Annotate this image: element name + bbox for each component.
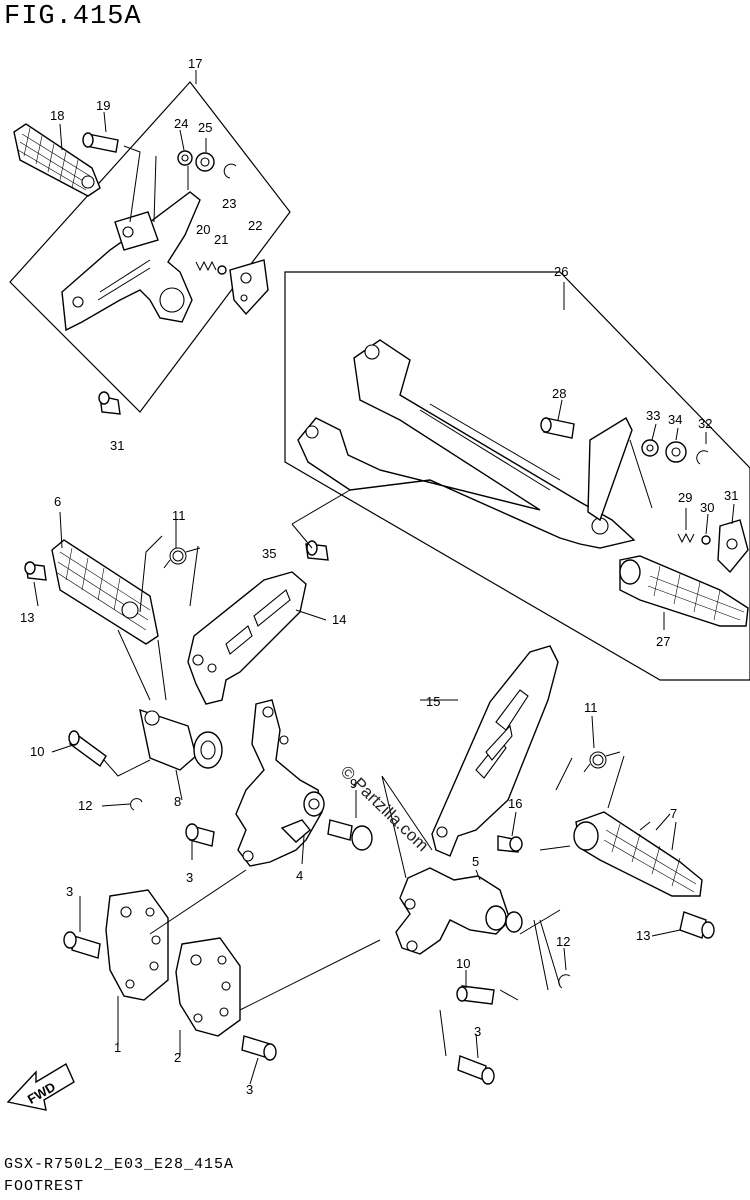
bolt-13-right[interactable] — [679, 911, 715, 939]
eclip-23[interactable] — [223, 163, 237, 179]
eclip-12-right[interactable] — [558, 974, 571, 989]
bolt-3-right[interactable] — [457, 1055, 495, 1085]
plate-31-right[interactable] — [717, 519, 749, 574]
callout-32[interactable]: 32 — [698, 416, 712, 431]
model-code: GSX-R750L2_E03_E28_415A — [4, 1156, 235, 1173]
pin-10-left[interactable] — [68, 730, 107, 768]
callout-3-right[interactable]: 3 — [474, 1024, 481, 1039]
leader-lines — [33, 70, 735, 1085]
callout-11-left[interactable]: 11 — [172, 508, 186, 523]
callout-25[interactable]: 25 — [198, 120, 212, 135]
washer-33[interactable] — [641, 439, 659, 457]
heel-guard-15[interactable] — [431, 645, 559, 857]
callout-18[interactable]: 18 — [50, 108, 64, 123]
callout-20[interactable]: 20 — [196, 222, 210, 237]
pin-28[interactable] — [540, 417, 575, 439]
pin-10-right[interactable] — [456, 985, 495, 1005]
eclip-32[interactable] — [696, 450, 709, 465]
callout-3-mid[interactable]: 3 — [186, 870, 193, 885]
footpeg-27[interactable] — [619, 555, 749, 627]
callout-35[interactable]: 35 — [262, 546, 276, 561]
bolt-31-left[interactable] — [98, 391, 121, 415]
fwd-arrow-icon: FWD — [6, 1062, 75, 1111]
arm-26 — [587, 417, 633, 522]
callout-labels: 17 18 19 24 25 23 20 21 22 31 26 28 33 3… — [20, 56, 738, 1097]
bolt-3-left-bottom[interactable] — [241, 1035, 277, 1061]
bolt-9[interactable] — [327, 819, 373, 851]
heel-guard-14[interactable] — [187, 571, 307, 705]
bolt-3-left-mid[interactable] — [185, 823, 215, 847]
section-name: FOOTREST — [4, 1178, 85, 1195]
callout-31-right[interactable]: 31 — [724, 488, 738, 503]
callout-33[interactable]: 33 — [646, 408, 660, 423]
bolt-13-left[interactable] — [24, 561, 47, 581]
bolt-35[interactable] — [305, 540, 329, 561]
callout-11-right[interactable]: 11 — [584, 700, 598, 715]
spring-11-right[interactable] — [583, 751, 621, 773]
callout-14[interactable]: 14 — [332, 612, 346, 627]
eclip-12-left[interactable] — [130, 798, 143, 811]
bolt-3-left-top[interactable] — [63, 931, 101, 959]
callout-24[interactable]: 24 — [174, 116, 188, 131]
footpeg-7[interactable] — [573, 811, 703, 897]
mount-block-18 — [114, 211, 159, 251]
callout-3-bottom[interactable]: 3 — [246, 1082, 253, 1097]
ball-21[interactable] — [217, 265, 227, 275]
callout-9[interactable]: 9 — [350, 776, 357, 791]
ball-30[interactable] — [701, 535, 711, 545]
callout-27[interactable]: 27 — [656, 634, 670, 649]
spring-11-left[interactable] — [163, 547, 201, 569]
washer-24[interactable] — [177, 150, 193, 166]
callout-8[interactable]: 8 — [174, 794, 181, 809]
callout-13-right[interactable]: 13 — [636, 928, 650, 943]
callout-34[interactable]: 34 — [668, 412, 682, 427]
callout-22[interactable]: 22 — [248, 218, 262, 233]
callout-29[interactable]: 29 — [678, 490, 692, 505]
figure-title: FIG.415A — [4, 2, 142, 32]
plate-2[interactable] — [175, 937, 241, 1037]
plate-22[interactable] — [229, 259, 269, 316]
washer-34[interactable] — [665, 441, 687, 463]
footrest-assembly-26-frame — [284, 271, 750, 681]
callout-4[interactable]: 4 — [296, 868, 303, 883]
callout-16[interactable]: 16 — [508, 796, 522, 811]
callout-23[interactable]: 23 — [222, 196, 236, 211]
callout-12-right[interactable]: 12 — [556, 934, 570, 949]
callout-10-left[interactable]: 10 — [30, 744, 44, 759]
footpeg-18[interactable] — [13, 123, 101, 197]
callout-3-top[interactable]: 3 — [66, 884, 73, 899]
footpeg-6[interactable] — [51, 539, 159, 645]
callout-17[interactable]: 17 — [188, 56, 202, 71]
washer-25[interactable] — [195, 152, 215, 172]
callout-15[interactable]: 15 — [426, 694, 440, 709]
callout-13-left[interactable]: 13 — [20, 610, 34, 625]
callout-26[interactable]: 26 — [554, 264, 568, 279]
plate-1[interactable] — [105, 889, 169, 1001]
footrest-assembly-17-frame — [9, 81, 291, 413]
rear-footrest-bracket-26[interactable] — [297, 339, 636, 549]
bracket-8[interactable] — [139, 708, 223, 771]
rear-footrest-bracket-17[interactable] — [61, 191, 201, 332]
holder-5[interactable] — [395, 867, 523, 955]
spring-29[interactable] — [677, 532, 695, 544]
callout-1[interactable]: 1 — [114, 1040, 121, 1055]
callout-2[interactable]: 2 — [174, 1050, 181, 1065]
callout-31-left[interactable]: 31 — [110, 438, 124, 453]
callout-5[interactable]: 5 — [472, 854, 479, 869]
callout-10-right[interactable]: 10 — [456, 956, 470, 971]
spring-20[interactable] — [195, 260, 217, 272]
callout-28[interactable]: 28 — [552, 386, 566, 401]
callout-7[interactable]: 7 — [670, 806, 677, 821]
callout-19[interactable]: 19 — [96, 98, 110, 113]
holder-4[interactable] — [235, 699, 325, 867]
pin-19[interactable] — [82, 132, 119, 153]
bolt-16[interactable] — [497, 835, 523, 853]
callout-21[interactable]: 21 — [214, 232, 228, 247]
callout-12-left[interactable]: 12 — [78, 798, 92, 813]
callout-30[interactable]: 30 — [700, 500, 714, 515]
callout-6[interactable]: 6 — [54, 494, 61, 509]
